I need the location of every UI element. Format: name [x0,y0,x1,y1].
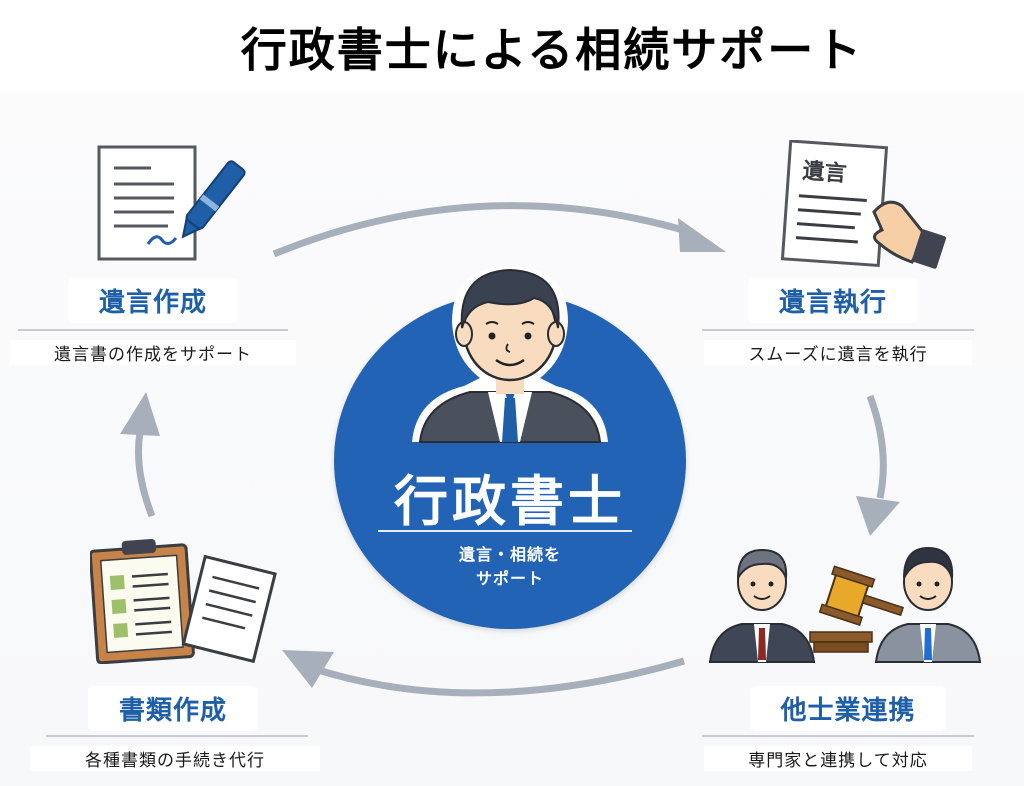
center-subtitle-line1: 遺言・相続を [458,545,561,564]
center-title: 行政書士 [394,470,626,533]
card-heading: 遺言作成 [68,278,238,323]
divider [702,735,974,737]
card-description: 各種書類の手続き代行 [30,746,320,771]
businessman-icon [412,266,608,443]
center-divider [378,530,632,532]
professionals-gavel-icon [708,546,982,663]
divider [702,329,974,331]
gavel [809,565,905,653]
arrow-top [272,202,726,258]
card-description: スムーズに遺言を執行 [704,340,972,365]
center-subtitle: 遺言・相続を サポート [334,543,686,591]
professional-left [708,548,816,663]
card-description: 専門家と連携して対応 [704,746,972,771]
will-label: 遺言 [802,158,848,187]
arrow-bottom [282,650,685,697]
hand-holding-will-icon: 遺言 [780,140,947,269]
card-description: 遺言書の作成をサポート [10,340,296,365]
card-heading: 遺言執行 [748,278,918,323]
clipboard-documents-icon [90,539,277,664]
divider [46,735,308,737]
professional-right [874,546,982,663]
page-title: 行政書士による相続サポート [240,23,864,77]
divider [18,329,288,331]
card-heading: 書類作成 [88,686,258,731]
arrow-left [120,392,160,518]
card-heading: 他士業連携 [750,686,946,731]
document-pen-icon [97,145,246,261]
center-subtitle-line2: サポート [475,569,544,588]
arrow-right [856,394,900,536]
